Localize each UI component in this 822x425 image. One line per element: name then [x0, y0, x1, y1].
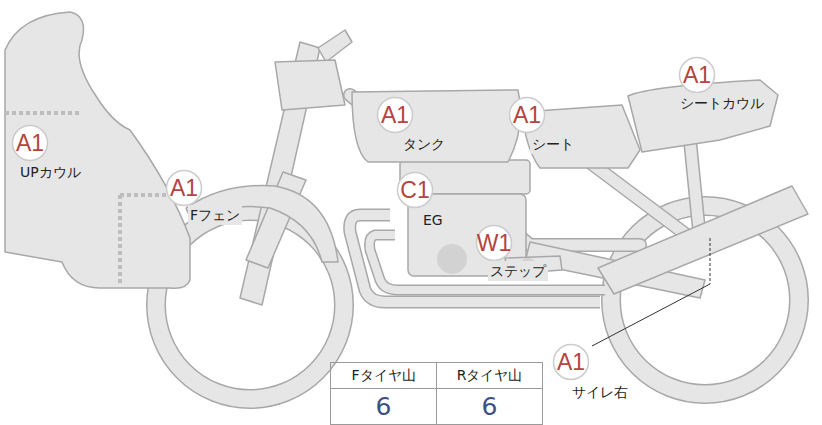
table-border: [331, 363, 543, 425]
bike-parts: [5, 12, 808, 399]
part-name: Fフェン: [188, 205, 242, 225]
grade-code: A1: [11, 124, 49, 162]
section-lines: [5, 113, 190, 286]
damage-callout: A1UPカウル: [11, 124, 49, 162]
grade-badge: A1: [508, 96, 546, 134]
part-name: UPカウル: [18, 162, 83, 182]
muffler: [598, 186, 808, 294]
part-name: EG: [421, 210, 445, 230]
part-name: ステップ: [488, 261, 548, 281]
grade-badge: W1: [475, 224, 513, 262]
section-line: [5, 111, 82, 115]
part-name: シートカウル: [678, 93, 766, 113]
engine-cover: [437, 244, 467, 274]
grade-code: A1: [508, 96, 546, 134]
table-header: Rタイヤ山: [437, 363, 542, 388]
damage-callout: A1シート: [508, 96, 546, 134]
grade-code: A1: [165, 169, 203, 207]
damage-callout: A1サイレ右: [552, 343, 590, 381]
table-grid: [331, 363, 543, 425]
grade-code: A1: [552, 343, 590, 381]
damage-callout: A1タンク: [376, 96, 414, 134]
front-fender: [186, 185, 338, 262]
grade-badge: A1: [376, 96, 414, 134]
damage-callout: C1EG: [396, 171, 434, 209]
leader-line: [710, 238, 711, 284]
fuel-tank: [352, 90, 520, 162]
grade-badge: A1: [11, 124, 49, 162]
grade-badge: A1: [165, 169, 203, 207]
grade-badge: C1: [396, 171, 434, 209]
part-name: シート: [530, 134, 576, 154]
grade-badge: A1: [678, 56, 716, 94]
grade-code: C1: [396, 171, 434, 209]
table-rule: [436, 363, 437, 425]
leader-line: [592, 284, 710, 346]
table-value: 6: [331, 389, 436, 424]
table-value: 6: [437, 389, 542, 424]
grade-code: A1: [376, 96, 414, 134]
damage-callout: A1シートカウル: [678, 56, 716, 94]
upper-cowl: [5, 12, 190, 288]
table-header: Fタイヤ山: [331, 363, 436, 388]
section-line: [118, 195, 122, 286]
meter: [275, 60, 345, 110]
grade-code: A1: [678, 56, 716, 94]
damage-callout: A1Fフェン: [165, 169, 203, 207]
part-name: タンク: [401, 134, 447, 154]
grade-badge: A1: [552, 343, 590, 381]
grade-code: W1: [475, 224, 513, 262]
damage-callout: W1ステップ: [475, 224, 513, 262]
part-name: サイレ右: [570, 382, 630, 402]
handlebar: [318, 30, 352, 62]
